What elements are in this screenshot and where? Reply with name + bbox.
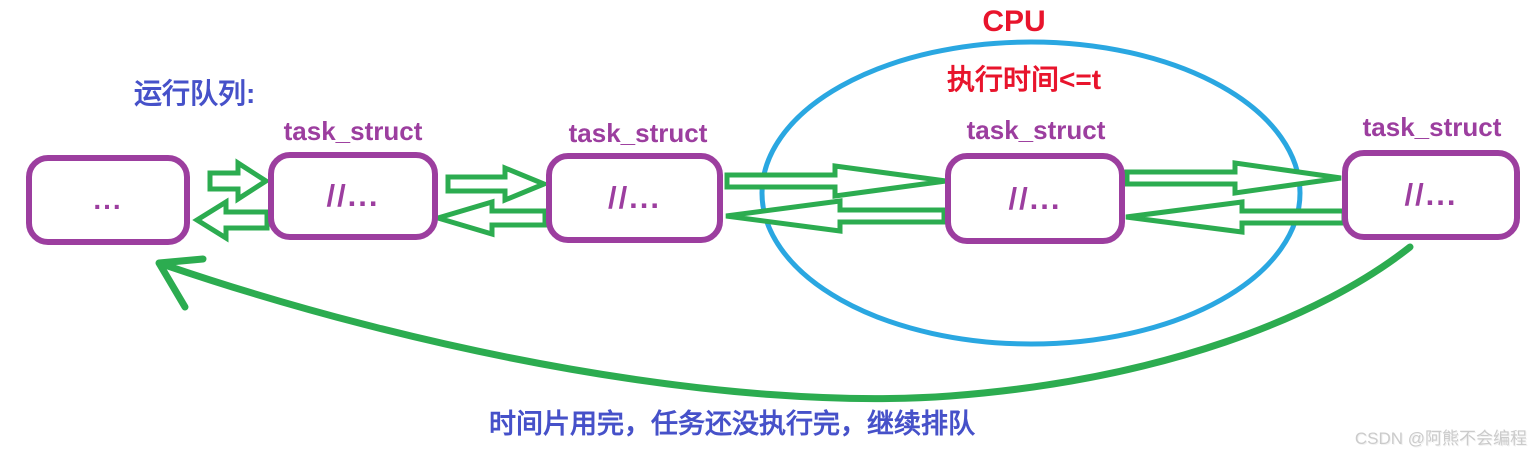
task-struct-node-3: //... <box>945 153 1125 244</box>
watermark-text: CSDN @阿熊不会编程 <box>1354 429 1527 448</box>
requeue-arrowhead-icon <box>155 255 207 311</box>
cpu-time-condition-label: 执行时间<=t <box>946 64 1102 95</box>
task-struct-node-2-content: //... <box>607 180 662 215</box>
queue-head-node: ... <box>26 155 190 245</box>
cpu-label: CPU <box>982 5 1046 38</box>
requeue-caption: 时间片用完，任务还没执行完，继续排队 <box>489 409 975 439</box>
prev-pointer-arrow-1 <box>192 197 270 243</box>
task-struct-node-4-content: //... <box>1404 177 1458 212</box>
queue-head-node-content: ... <box>93 184 123 215</box>
task-struct-node-4: //... <box>1342 150 1520 240</box>
prev-pointer-arrow-3 <box>725 198 947 234</box>
task-struct-node-1-content: //... <box>326 178 380 213</box>
next-pointer-arrow-1 <box>207 158 271 204</box>
task-struct-node-3-content: //... <box>1008 180 1062 216</box>
next-pointer-arrow-2 <box>445 164 551 204</box>
run-queue-label: 运行队列: <box>134 78 256 109</box>
task-struct-label-1: task_struct <box>283 116 423 146</box>
task-struct-node-2: //... <box>546 153 723 243</box>
prev-pointer-arrow-2 <box>429 198 548 238</box>
requeue-curve-arrow <box>161 243 1414 403</box>
task-struct-label-4: task_struct <box>1362 112 1502 142</box>
prev-pointer-arrow-4 <box>1125 199 1347 235</box>
next-pointer-arrow-3 <box>724 163 947 199</box>
cpu-ellipse <box>759 39 1303 347</box>
task-struct-label-2: task_struct <box>568 118 708 148</box>
next-pointer-arrow-4 <box>1124 160 1342 196</box>
task-struct-label-3: task_struct <box>966 115 1106 145</box>
task-struct-node-1: //... <box>268 152 438 240</box>
